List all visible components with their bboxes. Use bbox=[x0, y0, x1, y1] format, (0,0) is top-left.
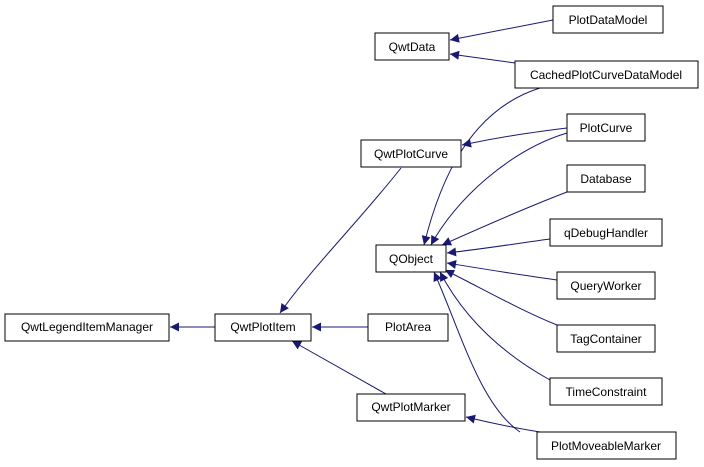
node-label: TimeConstraint bbox=[566, 385, 648, 399]
node-label: PlotArea bbox=[385, 320, 431, 334]
node-label: PlotCurve bbox=[580, 121, 633, 135]
node-label: QObject bbox=[389, 252, 434, 266]
node-layer: QwtLegendItemManager QwtPlotItem QwtPlot… bbox=[4, 5, 699, 460]
node-qwt-plot-marker[interactable]: QwtPlotMarker bbox=[356, 393, 466, 422]
node-label: QwtPlotItem bbox=[230, 320, 295, 334]
edge-database-to-qobject bbox=[441, 191, 568, 246]
edge-plotmoveablemarker-to-qobject bbox=[433, 271, 521, 433]
node-label: QwtPlotCurve bbox=[374, 147, 448, 161]
node-label: QwtLegendItemManager bbox=[21, 320, 153, 334]
node-plot-moveable-marker[interactable]: PlotMoveableMarker bbox=[536, 431, 677, 460]
edge-plotmoveablemarker-to-qwtplotmarker bbox=[465, 414, 541, 433]
node-q-debug-handler[interactable]: qDebugHandler bbox=[549, 218, 663, 247]
edge-plotdatamodel-to-qwtdata bbox=[449, 19, 554, 43]
edge-cachedplotcurvedatamodel-to-qwtdata bbox=[449, 50, 516, 64]
edge-plotcurve-to-qobject bbox=[430, 132, 568, 246]
edge-queryworker-to-qobject bbox=[446, 260, 558, 281]
node-tag-container[interactable]: TagContainer bbox=[556, 324, 656, 353]
node-qwt-plot-curve[interactable]: QwtPlotCurve bbox=[360, 139, 462, 168]
node-database[interactable]: Database bbox=[566, 164, 646, 193]
node-plot-data-model[interactable]: PlotDataModel bbox=[552, 5, 664, 34]
node-qwt-data[interactable]: QwtData bbox=[374, 32, 450, 61]
edge-tagcontainer-to-qobject bbox=[444, 269, 558, 326]
node-label: PlotDataModel bbox=[569, 13, 648, 27]
node-label: Database bbox=[580, 172, 632, 186]
node-plot-curve[interactable]: PlotCurve bbox=[566, 113, 646, 142]
node-label: qDebugHandler bbox=[564, 226, 648, 240]
node-label: TagContainer bbox=[570, 332, 641, 346]
node-qobject[interactable]: QObject bbox=[375, 244, 447, 273]
node-label: PlotMoveableMarker bbox=[551, 439, 661, 453]
node-label: QwtPlotMarker bbox=[371, 400, 450, 414]
edge-qwtplotmarker-to-qwtplotitem bbox=[291, 340, 387, 395]
node-plot-area[interactable]: PlotArea bbox=[367, 313, 449, 342]
node-query-worker[interactable]: QueryWorker bbox=[556, 271, 656, 300]
node-qwt-legend-item-manager[interactable]: QwtLegendItemManager bbox=[4, 313, 170, 342]
edge-plotcurve-to-qwtplotcurve bbox=[461, 127, 568, 148]
node-time-constraint[interactable]: TimeConstraint bbox=[549, 377, 663, 406]
node-label: QwtData bbox=[389, 40, 436, 54]
edge-qwtplotcurve-to-qwtplotitem bbox=[279, 167, 402, 314]
edge-qdebughandler-to-qobject bbox=[446, 238, 551, 257]
edge-layer bbox=[170, 19, 568, 433]
node-qwt-plot-item[interactable]: QwtPlotItem bbox=[214, 313, 312, 342]
edge-cachedplotcurvedatamodel-to-qobject bbox=[421, 87, 541, 246]
node-label: QueryWorker bbox=[570, 279, 641, 293]
node-cached-plot-curve-data-model[interactable]: CachedPlotCurveDataModel bbox=[514, 60, 699, 89]
edge-timeconstraint-to-qobject bbox=[439, 271, 551, 381]
node-label: CachedPlotCurveDataModel bbox=[530, 68, 682, 82]
